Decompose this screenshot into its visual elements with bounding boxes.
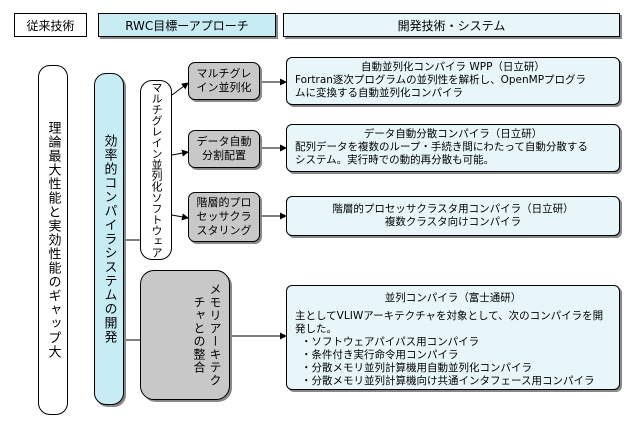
system-cluster-compiler: 階層的プロセッサクラスタ用コンパイラ（日立研） 複数クラスタ向けコンパイラ [286, 196, 620, 236]
system-data-distribution-title: データ自動分散コンパイラ（日立研） [363, 128, 543, 140]
conventional-gap-label: 理論最大性能と実効性能のギャップ大 [45, 121, 61, 359]
header-conventional: 従来技術 [14, 13, 87, 37]
approach-multigrain: マルチグレ イン並列化 [188, 62, 260, 100]
arrow-to-approach-1 [171, 82, 189, 96]
system-data-distribution-line: 配列データを複数のループ・手続き間にわたって自動分散する [295, 141, 588, 153]
approach-multigrain-label: マルチグレ イン並列化 [196, 67, 252, 94]
system-cluster-compiler-title: 階層的プロセッサクラスタ用コンパイラ（日立研） [332, 203, 574, 215]
system-fujitsu-compiler-line: ・分散メモリ並列計算機用自動並列化コンパイラ [301, 362, 532, 374]
system-wpp-line: Fortran逐次プログラムの並列性を解析し、OpenMPプログラ [295, 74, 587, 86]
system-fujitsu-compiler: 並列コンパイラ（富士通研） 主としてVLIWアーキテクチャを対象として、次のコン… [286, 285, 620, 390]
system-wpp-title: 自動並列化コンパイラ WPP（日立研） [361, 61, 545, 73]
memory-architecture-pill: メモリアーキテクチャとの整合 [140, 270, 230, 400]
system-fujitsu-compiler-line: 主としてVLIWアーキテクチャを対象として、次のコンパイラを開発した。 [295, 310, 604, 335]
conventional-gap-pill: 理論最大性能と実効性能のギャップ大 [38, 65, 68, 415]
header-conventional-label: 従来技術 [26, 18, 75, 33]
header-rwc-goal-label: RWC目標ーアプローチ [125, 18, 249, 33]
system-wpp: 自動並列化コンパイラ WPP（日立研） Fortran逐次プログラムの並列性を解… [286, 57, 620, 105]
arrow-to-approach-3 [171, 213, 189, 221]
system-fujitsu-compiler-line: ・分散メモリ並列計算機向け共通インタフェース用コンパイラ [301, 375, 595, 387]
system-cluster-compiler-line: 複数クラスタ向けコンパイラ [384, 216, 522, 228]
approach-data-distribution: データ自動 分割配置 [188, 130, 260, 168]
header-rwc-goal: RWC目標ーアプローチ [98, 13, 276, 37]
system-fujitsu-compiler-line: ・ソフトウェアパイパス用コンパイラ [301, 336, 480, 348]
header-developed-label: 開発技術・システム [397, 18, 506, 33]
approach-data-distribution-label: データ自動 分割配置 [196, 135, 252, 162]
arrow-to-approach-2 [171, 149, 189, 157]
multigrain-software-pill: マルチグレイン並列化ソフトウェア [140, 80, 172, 260]
system-wpp-line: ムに変換する自動並列化コンパイラ [295, 87, 463, 99]
compiler-development-pill: 効率的コンパイラシステムの開発 [94, 73, 124, 405]
compiler-development-label: 効率的コンパイラシステムの開発 [101, 134, 117, 344]
header-developed: 開発技術・システム [283, 13, 620, 37]
memory-architecture-label: メモリアーキテクチャとの整合 [192, 283, 222, 387]
system-fujitsu-compiler-title: 並列コンパイラ（富士通研） [384, 292, 522, 304]
approach-processor-clustering-label: 階層的プロ セッサクラ スタリング [196, 196, 252, 237]
system-data-distribution: データ自動分散コンパイラ（日立研） 配列データを複数のループ・手続き間にわたって… [286, 124, 620, 172]
system-fujitsu-compiler-line: ・条件付き実行命令用コンパイラ [301, 349, 459, 361]
system-data-distribution-line: システム。実行時での動的再分散も可能。 [295, 154, 495, 166]
approach-processor-clustering: 階層的プロ セッサクラ スタリング [188, 192, 260, 242]
multigrain-software-label: マルチグレイン並列化ソフトウェア [150, 82, 163, 258]
